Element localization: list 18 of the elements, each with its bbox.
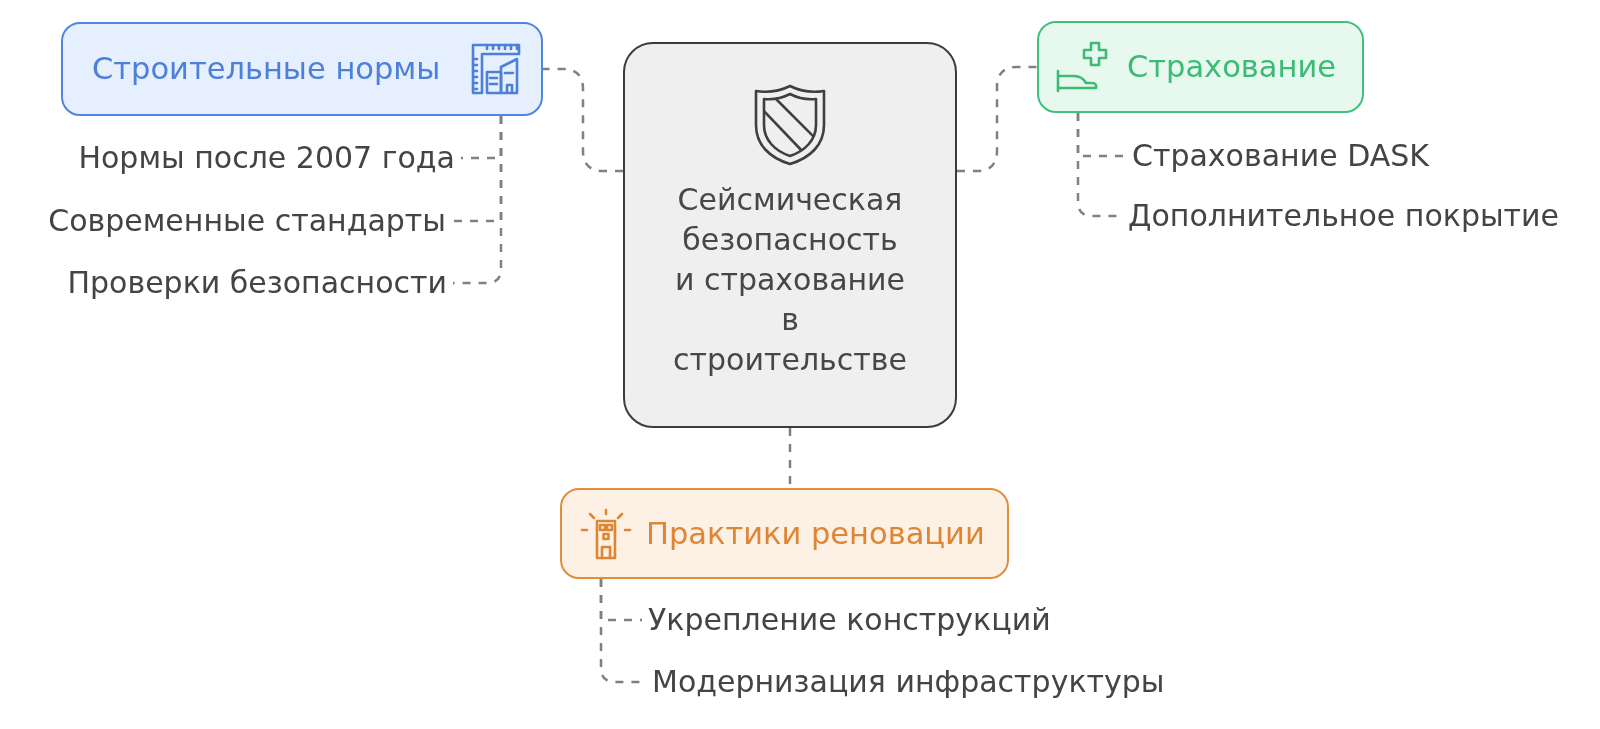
central-topic-box	[623, 42, 957, 428]
subtopic-text: Нормы после 2007 года	[78, 139, 455, 177]
subtopic-text: Современные стандарты	[48, 202, 446, 240]
subtopic-text: Страхование DASK	[1132, 137, 1429, 175]
subtopic-text: Проверки безопасности	[67, 264, 447, 302]
subtopic-text: Укрепление конструкций	[648, 601, 1051, 639]
topic-box	[1037, 21, 1364, 113]
topic-box	[560, 488, 1009, 579]
connector-line	[957, 65, 1037, 173]
subtopic-text: Модернизация инфраструктуры	[652, 663, 1165, 701]
topic-title: Практики реновации	[646, 515, 985, 552]
central-topic-title: Сейсмическая безопасность и страхование в строительстве	[672, 181, 908, 379]
connector-line	[453, 116, 503, 285]
connector-line	[543, 67, 623, 173]
topic-title: Страхование	[1127, 49, 1337, 85]
topic-title: Строительные нормы	[92, 51, 441, 87]
topic-box	[61, 22, 543, 116]
subtopic-text: Дополнительное покрытие	[1128, 197, 1560, 235]
